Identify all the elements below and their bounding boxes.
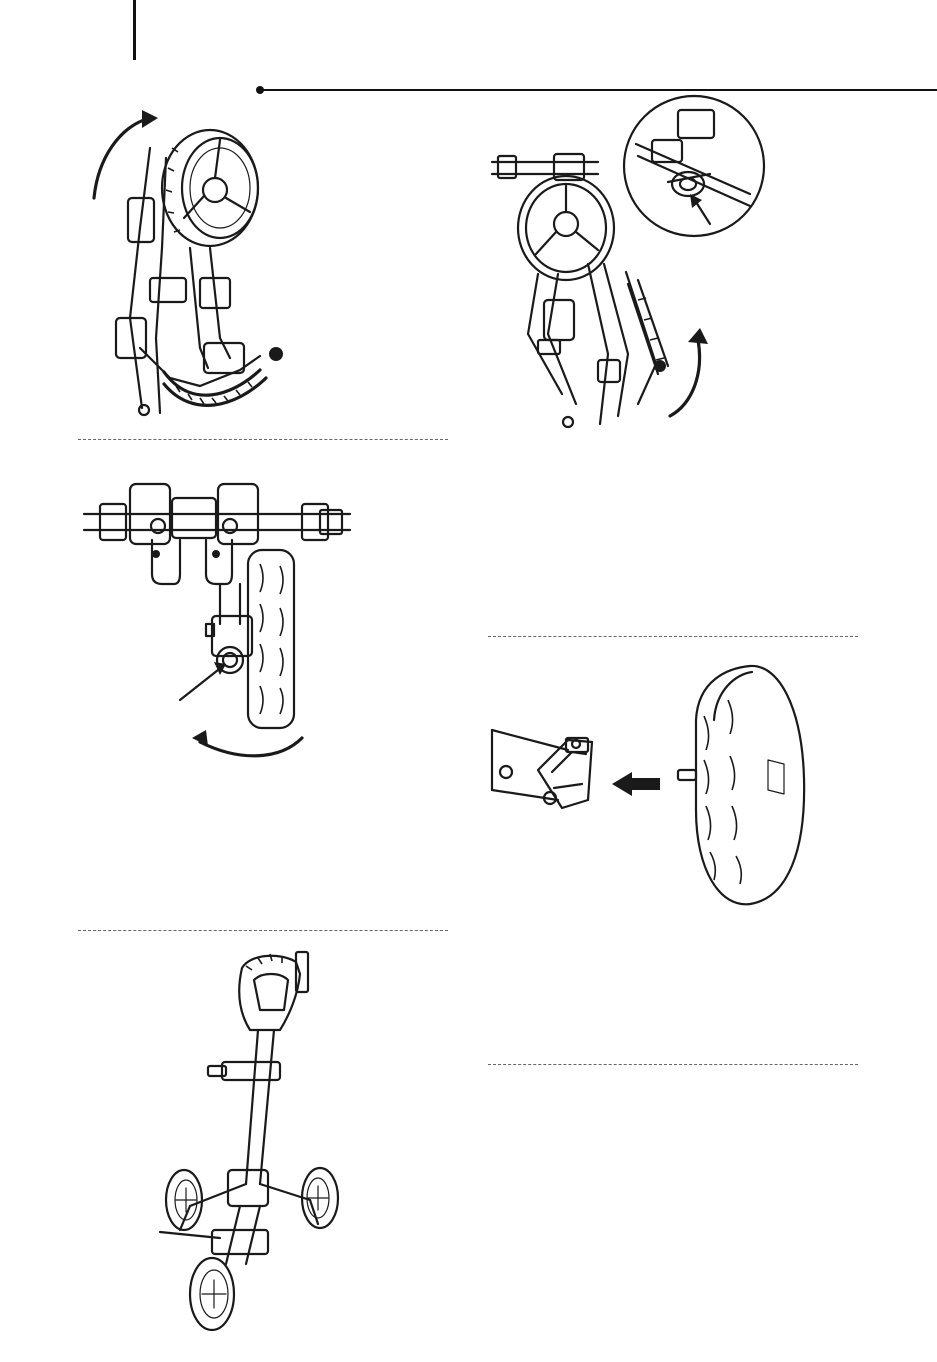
- header-vertical-rule: [133, 0, 136, 60]
- wheel-attach-axle-icon: [488, 660, 808, 910]
- folded-cart-rotate-up-icon: [80, 108, 310, 428]
- wheel-release-button-icon: [80, 474, 360, 764]
- section-divider: [78, 439, 448, 440]
- cart-with-latch-detail-icon: [488, 104, 778, 440]
- section-divider: [488, 636, 858, 637]
- unfolded-three-wheel-cart-icon: [150, 944, 350, 1344]
- header-horizontal-rule: [260, 89, 937, 91]
- section-divider: [488, 1064, 858, 1065]
- section-divider: [78, 930, 448, 931]
